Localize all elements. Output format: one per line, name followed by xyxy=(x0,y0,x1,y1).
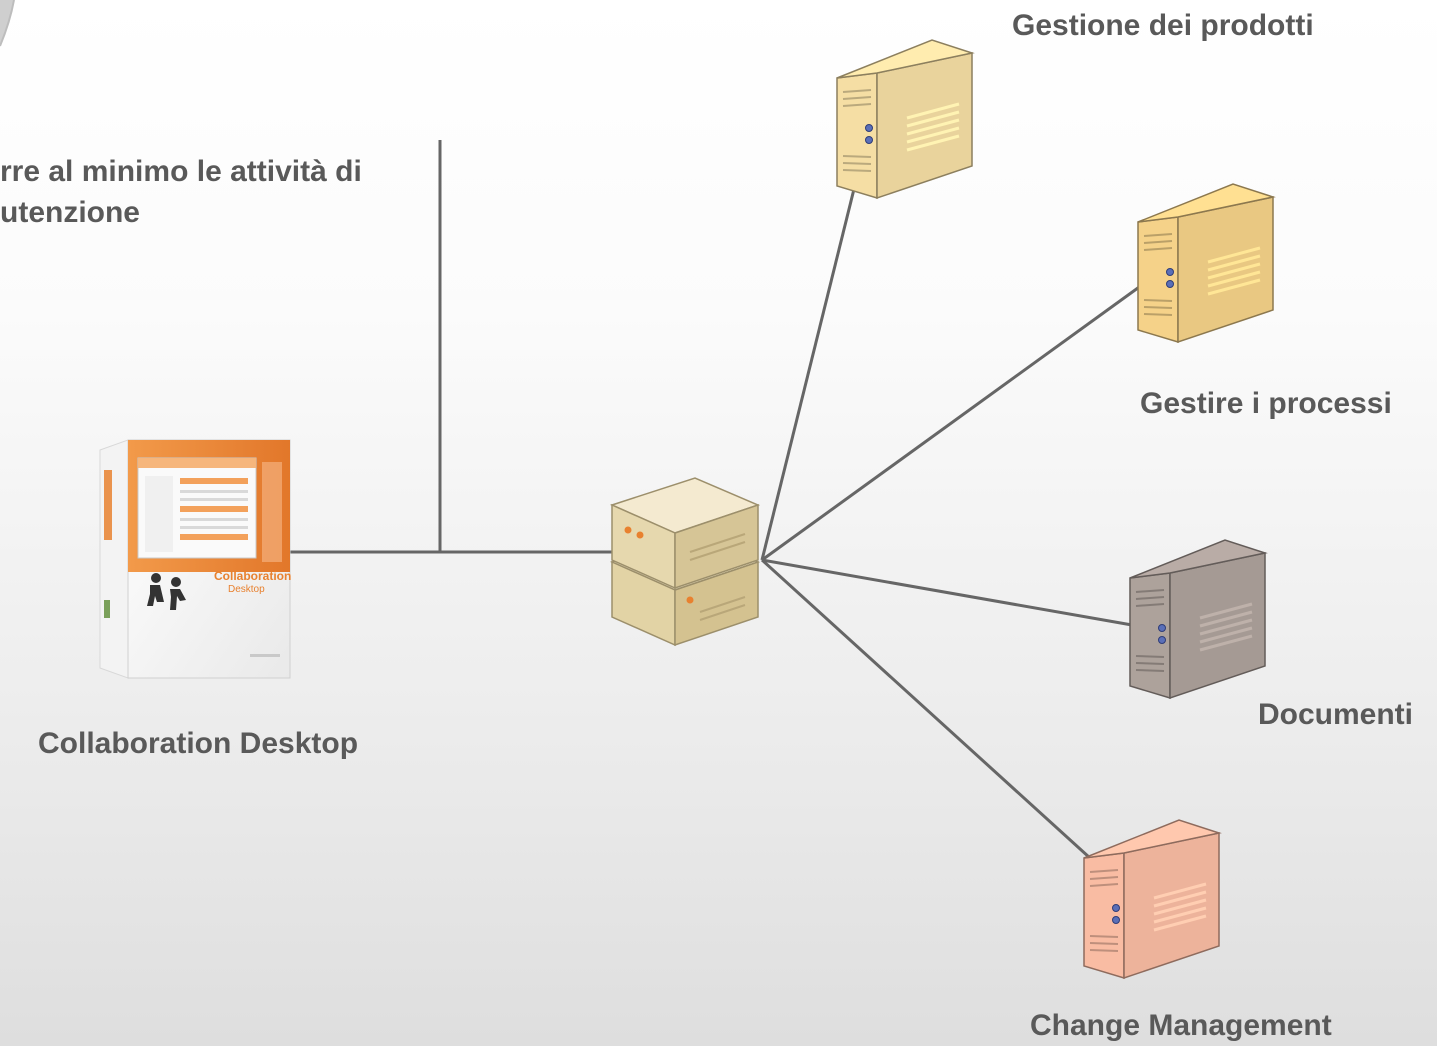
statement-line-2: utenzione xyxy=(0,196,140,229)
connector-lines xyxy=(290,140,1143,860)
people-figures xyxy=(147,573,186,610)
collaboration-desktop-box-icon: Collaboration Desktop xyxy=(99,439,291,679)
node-server-icon-1 xyxy=(836,39,975,200)
node-label-2: Gestire i processi xyxy=(1140,387,1392,420)
node-label-1: Gestione dei prodotti xyxy=(1012,9,1314,42)
connector-hub-node-2 xyxy=(761,283,1143,562)
box-brand-line-1: Collaboration xyxy=(214,569,291,583)
box-brand-line-2: Desktop xyxy=(228,584,265,595)
node-label-4: Change Management xyxy=(1030,1009,1332,1042)
node-server-icon-2 xyxy=(1137,183,1276,344)
client-label: Collaboration Desktop xyxy=(38,727,359,760)
node-server-icon-3 xyxy=(1129,539,1268,700)
hub-server-icon xyxy=(609,477,761,647)
node-label-3: Documenti xyxy=(1258,698,1414,731)
statement-line-1: rre al minimo le attività di xyxy=(0,155,362,188)
connector-hub-node-4 xyxy=(760,558,1092,860)
connector-hub-node-3 xyxy=(761,558,1133,627)
corner-logo-swoosh xyxy=(0,0,15,47)
connector-hub-node-1 xyxy=(760,184,857,561)
node-server-icon-4 xyxy=(1083,819,1222,980)
